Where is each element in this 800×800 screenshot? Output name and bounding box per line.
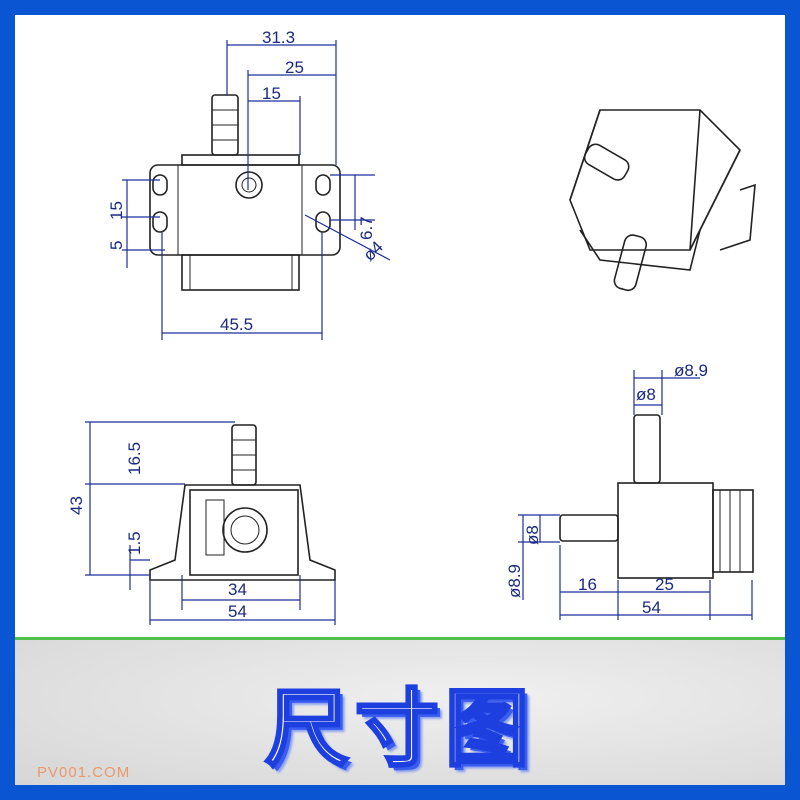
dim-25: 25: [285, 58, 304, 77]
technical-drawing: 31.3 25 15 15 5 6.7 ø4 45.5 16.5 43 1.5 …: [67, 28, 756, 625]
side-view: ø8.9 ø8 ø8 ø8.9 16 25 54: [505, 361, 754, 620]
dim-31-3: 31.3: [262, 28, 295, 47]
dim-outlet-8-9: ø8.9: [674, 361, 708, 380]
brand-watermark: PV001.COM: [37, 764, 131, 781]
dim-43: 43: [67, 496, 86, 515]
isometric-view: [569, 109, 756, 292]
dim-outlet-8: ø8: [636, 385, 656, 404]
top-view: 31.3 25 15 15 5 6.7 ø4 45.5: [107, 28, 391, 340]
title-banner: 尺寸图 PV001.COM: [15, 640, 785, 785]
front-view: 16.5 43 1.5 34 54: [67, 421, 336, 625]
dim-45-5: 45.5: [220, 315, 253, 334]
dim-15-horizontal: 15: [262, 84, 281, 103]
dim-54: 54: [228, 602, 247, 621]
dim-6-7: 6.7: [357, 216, 376, 240]
dim-34: 34: [228, 580, 247, 599]
dim-15-vertical: 15: [107, 201, 126, 220]
dim-hole-diameter: ø4: [359, 237, 386, 264]
dim-25-side: 25: [655, 575, 674, 594]
dim-16-5: 16.5: [125, 442, 144, 475]
dim-1-5: 1.5: [125, 531, 144, 555]
dimension-drawing: 31.3 25 15 15 5 6.7 ø4 45.5 16.5 43 1.5 …: [15, 15, 785, 637]
divider-line: [15, 637, 785, 640]
banner-title: 尺寸图: [263, 679, 535, 780]
dim-16: 16: [578, 575, 597, 594]
dim-54-side: 54: [642, 598, 661, 617]
dim-5: 5: [107, 241, 126, 250]
dim-inlet-8-9: ø8.9: [505, 564, 524, 598]
dim-inlet-8: ø8: [523, 525, 542, 545]
